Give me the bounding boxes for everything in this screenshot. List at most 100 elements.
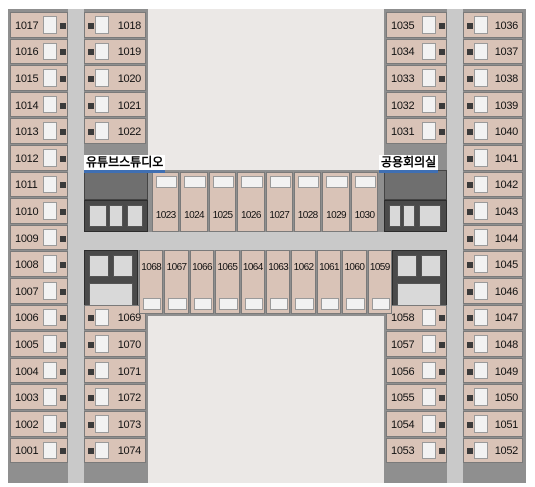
unit-number: 1013 xyxy=(15,126,39,139)
unit-number: 1053 xyxy=(391,445,415,458)
unit-number: 1022 xyxy=(117,126,142,139)
unit-1063: 1063 xyxy=(266,250,291,314)
unit-number: 1003 xyxy=(15,392,39,405)
unit-1046: 1046 xyxy=(463,278,523,304)
unit-1034: 1034 xyxy=(386,38,447,65)
unit-1055: 1055 xyxy=(386,384,447,410)
unit-number: 1057 xyxy=(391,338,415,351)
unit-1056: 1056 xyxy=(386,357,447,384)
unit-number: 1047 xyxy=(494,312,519,325)
unit-1069: 1069 xyxy=(84,304,146,331)
unit-1003: 1003 xyxy=(10,384,68,410)
unit-number: 1070 xyxy=(117,338,142,351)
unit-1024: 1024 xyxy=(180,172,208,232)
unit-1064: 1064 xyxy=(240,250,265,314)
core-left-upper xyxy=(84,200,148,232)
unit-number: 1007 xyxy=(15,285,39,298)
unit-number: 1021 xyxy=(117,99,142,112)
unit-number: 1064 xyxy=(242,262,263,273)
unit-number: 1028 xyxy=(297,210,318,221)
unit-1048: 1048 xyxy=(463,331,523,357)
core-right-upper xyxy=(384,200,447,232)
unit-number: 1054 xyxy=(391,418,415,431)
unit-1043: 1043 xyxy=(463,198,523,224)
unit-1072: 1072 xyxy=(84,384,146,410)
unit-1061: 1061 xyxy=(316,250,342,314)
unit-1032: 1032 xyxy=(386,91,447,118)
unit-number: 1020 xyxy=(117,72,142,85)
unit-1057: 1057 xyxy=(386,331,447,357)
unit-number: 1068 xyxy=(141,262,162,273)
unit-1016: 1016 xyxy=(10,38,68,65)
unit-1002: 1002 xyxy=(10,411,68,437)
unit-number: 1058 xyxy=(391,312,415,325)
unit-number: 1036 xyxy=(494,19,519,32)
unit-1007: 1007 xyxy=(10,278,68,304)
unit-number: 1042 xyxy=(494,179,519,192)
unit-1053: 1053 xyxy=(386,437,447,464)
unit-1009: 1009 xyxy=(10,224,68,251)
unit-1014: 1014 xyxy=(10,91,68,118)
unit-number: 1018 xyxy=(117,19,142,32)
unit-number: 1065 xyxy=(217,262,238,273)
unit-1028: 1028 xyxy=(294,172,322,232)
unit-number: 1061 xyxy=(319,262,339,273)
unit-1006: 1006 xyxy=(10,304,68,331)
unit-number: 1043 xyxy=(494,205,519,218)
unit-number: 1059 xyxy=(369,262,390,273)
unit-number: 1009 xyxy=(15,232,39,245)
unit-number: 1052 xyxy=(494,445,519,458)
unit-1049: 1049 xyxy=(463,357,523,384)
unit-number: 1062 xyxy=(293,262,314,273)
unit-number: 1006 xyxy=(15,312,39,325)
unit-1067: 1067 xyxy=(164,250,189,314)
unit-1037: 1037 xyxy=(463,38,523,65)
unit-number: 1005 xyxy=(15,338,39,351)
unit-1008: 1008 xyxy=(10,251,68,277)
unit-number: 1039 xyxy=(494,99,519,112)
unit-1044: 1044 xyxy=(463,224,523,251)
unit-number: 1063 xyxy=(268,262,289,273)
unit-number: 1016 xyxy=(15,46,39,59)
unit-1018: 1018 xyxy=(84,12,146,38)
unit-number: 1060 xyxy=(344,262,365,273)
unit-1066: 1066 xyxy=(189,250,215,314)
unit-1036: 1036 xyxy=(463,12,523,38)
youtube-studio-label: 유튜브스튜디오 xyxy=(84,155,166,173)
unit-number: 1024 xyxy=(184,210,205,221)
unit-1012: 1012 xyxy=(10,145,68,171)
courtyard-bottom xyxy=(148,316,384,483)
unit-number: 1044 xyxy=(494,232,519,245)
unit-number: 1001 xyxy=(15,445,39,458)
unit-number: 1012 xyxy=(15,152,39,165)
unit-1071: 1071 xyxy=(84,357,146,384)
unit-1015: 1015 xyxy=(10,65,68,91)
unit-number: 1017 xyxy=(15,19,39,32)
unit-number: 1029 xyxy=(326,210,347,221)
courtyard-top xyxy=(148,9,384,170)
unit-number: 1010 xyxy=(15,205,39,218)
unit-number: 1008 xyxy=(15,259,39,272)
unit-1070: 1070 xyxy=(84,331,146,357)
unit-number: 1033 xyxy=(391,72,415,85)
unit-number: 1074 xyxy=(117,445,142,458)
unit-1054: 1054 xyxy=(386,411,447,437)
unit-1022: 1022 xyxy=(84,118,146,144)
unit-1004: 1004 xyxy=(10,357,68,384)
unit-number: 1049 xyxy=(494,365,519,378)
unit-1030: 1030 xyxy=(350,172,379,232)
unit-number: 1027 xyxy=(269,210,290,221)
unit-1065: 1065 xyxy=(215,250,240,314)
unit-1023: 1023 xyxy=(152,172,180,232)
unit-number: 1069 xyxy=(117,312,142,325)
unit-number: 1037 xyxy=(494,46,519,59)
unit-1062: 1062 xyxy=(291,250,316,314)
unit-1019: 1019 xyxy=(84,38,146,65)
unit-number: 1025 xyxy=(212,210,233,221)
unit-1035: 1035 xyxy=(386,12,447,38)
unit-number: 1051 xyxy=(494,418,519,431)
unit-number: 1055 xyxy=(391,392,415,405)
unit-1011: 1011 xyxy=(10,171,68,198)
unit-1041: 1041 xyxy=(463,145,523,171)
